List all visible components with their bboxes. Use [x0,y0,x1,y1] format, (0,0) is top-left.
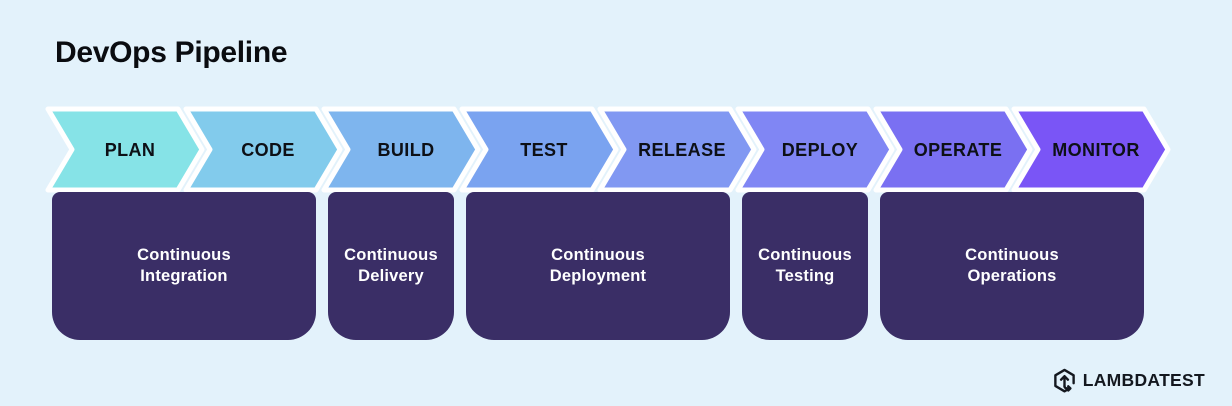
stage-chevron-operate [873,106,1033,193]
lambdatest-logo: LAMBDATEST [1051,366,1205,394]
lambdatest-logo-icon [1053,368,1075,393]
phase-box-continuous-delivery: Continuous Delivery [328,192,454,340]
lambdatest-logo-text: LAMBDATEST [1082,369,1205,390]
stage-chevron-monitor [1011,106,1171,193]
stage-chevron-plan [45,106,205,193]
phase-label-continuous-deployment: Continuous Deployment [549,246,647,285]
stage-chevron-build [321,106,481,193]
page-title: DevOps Pipeline [55,36,288,69]
phase-label-continuous-testing: Continuous Testing [758,246,852,285]
stage-label-operate: OPERATE [914,140,1002,160]
stage-label-monitor: MONITOR [1052,140,1139,160]
stage-label-code: CODE [241,140,295,160]
stage-chevron-deploy [735,106,895,193]
stage-label-build: BUILD [378,140,435,160]
phase-label-continuous-operations: Continuous Operations [965,246,1059,285]
pipeline-phases: Continuous Integration Continuous Deliver… [0,192,1232,340]
stage-chevron-test [459,106,619,193]
phase-box-continuous-integration: Continuous Integration [52,192,316,340]
stage-chevron-release [597,106,757,193]
stage-chevron-code [183,106,343,193]
phase-label-continuous-delivery: Continuous Delivery [344,246,438,285]
phase-box-continuous-deployment: Continuous Deployment [466,192,730,340]
stage-label-deploy: DEPLOY [782,140,858,160]
stage-label-release: RELEASE [638,140,726,160]
pipeline-stages: PLAN CODE BUILD TEST RELEASE DEPLOY OPERATE MON… [45,106,1171,193]
phase-box-continuous-testing: Continuous Testing [742,192,868,340]
stage-label-test: TEST [520,140,568,160]
stage-label-plan: PLAN [105,140,156,160]
phase-label-continuous-integration: Continuous Integration [137,246,231,285]
phase-box-continuous-operations: Continuous Operations [880,192,1144,340]
